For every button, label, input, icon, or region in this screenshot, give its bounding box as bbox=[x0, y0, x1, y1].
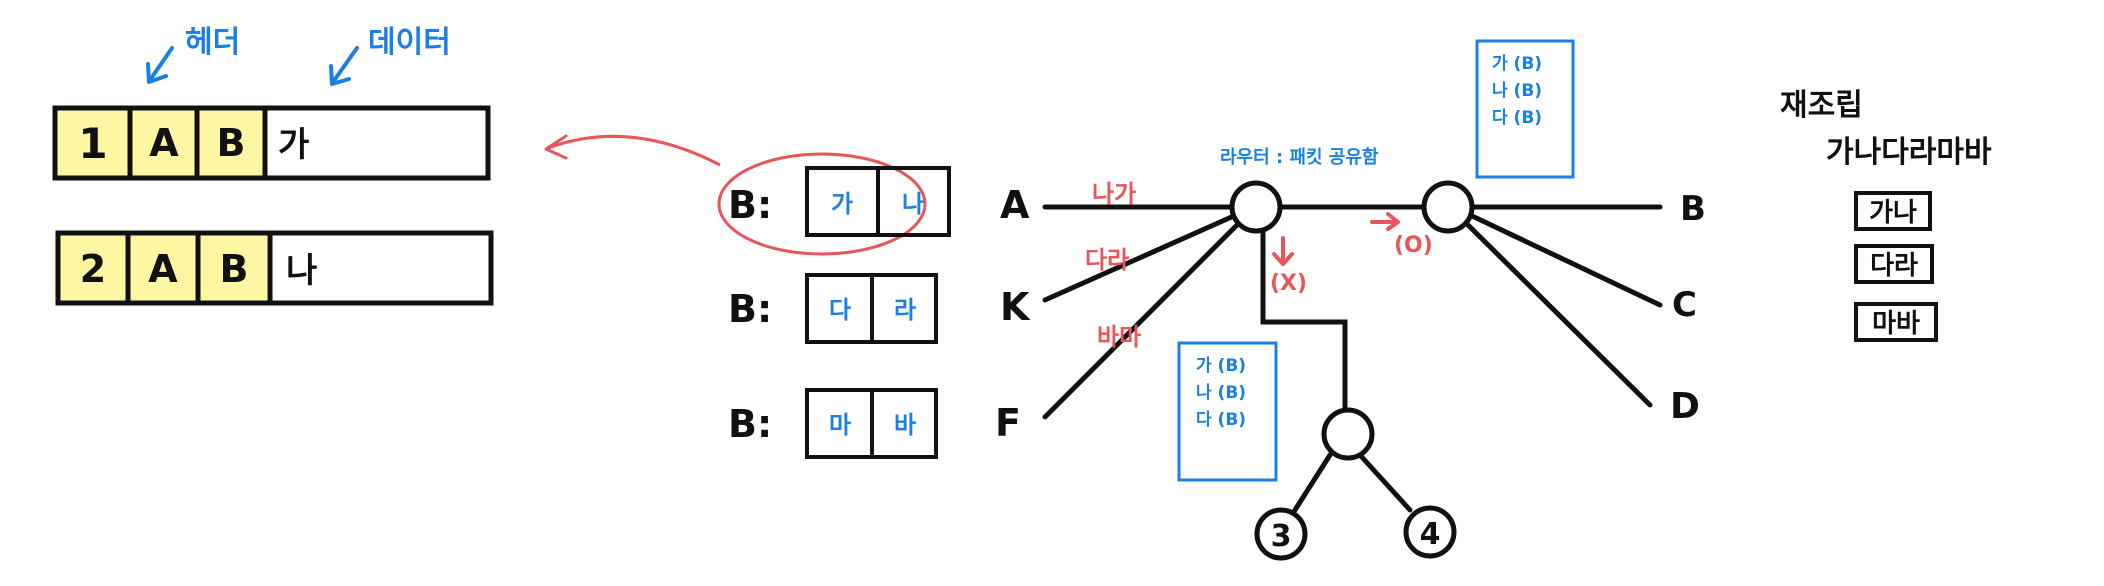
packet-payload: 나 bbox=[286, 251, 317, 291]
header-label: 헤더 bbox=[185, 25, 240, 60]
flow-arrowhead bbox=[544, 134, 568, 160]
packet-payload: 가 bbox=[278, 125, 309, 165]
link-label-a: 나가 bbox=[1092, 180, 1136, 208]
link-subnet-3 bbox=[1292, 452, 1333, 513]
packet-1: 1 A B 가 bbox=[52, 105, 491, 181]
router-main bbox=[1229, 180, 1283, 234]
data-arrowhead bbox=[329, 64, 351, 86]
link-router-subnet bbox=[1260, 227, 1348, 413]
buffer-cell: 라 bbox=[894, 296, 916, 324]
node-b-label: B bbox=[1680, 189, 1706, 229]
allowed-indicator: (O) bbox=[1370, 212, 1433, 258]
packet-number: 2 bbox=[80, 247, 106, 291]
packet-frame bbox=[55, 230, 494, 306]
node-k-label: K bbox=[1000, 285, 1031, 329]
table-frame bbox=[1177, 341, 1278, 482]
table-frame bbox=[1475, 39, 1575, 179]
packet-frame bbox=[52, 105, 491, 181]
link-label-k: 다라 bbox=[1085, 246, 1129, 274]
node-c-label: C bbox=[1672, 285, 1697, 325]
header-highlight bbox=[55, 233, 267, 303]
flow-arrow bbox=[547, 134, 721, 167]
node-d-label: D bbox=[1670, 386, 1700, 427]
node-4-label: 4 bbox=[1420, 517, 1441, 552]
router-subnet bbox=[1321, 407, 1375, 461]
buffer-cell: 마 bbox=[829, 411, 851, 439]
packet-2: 2 A B 나 bbox=[55, 230, 494, 306]
link-k-router bbox=[1042, 212, 1239, 303]
blocked-mark: (X) bbox=[1270, 271, 1307, 296]
buffer-cell: 나 bbox=[902, 190, 924, 218]
table-entry: 다 (B) bbox=[1492, 108, 1542, 128]
reassembly-group: 다라 bbox=[1870, 251, 1918, 281]
packet-destination: B bbox=[220, 247, 249, 291]
table-entry: 가 (B) bbox=[1492, 54, 1542, 74]
routing-table-top: 가 (B) 나 (B) 다 (B) bbox=[1475, 39, 1575, 179]
packet-destination: B bbox=[217, 121, 246, 165]
link-f-router bbox=[1042, 219, 1243, 420]
table-entry: 다 (B) bbox=[1196, 410, 1246, 430]
reassembly-title: 재조립 bbox=[1780, 88, 1863, 123]
packet-source: A bbox=[149, 121, 179, 165]
reassembly-group: 마바 bbox=[1872, 309, 1920, 339]
packet-number: 1 bbox=[78, 119, 107, 168]
allowed-mark: (O) bbox=[1394, 233, 1433, 258]
buffer-2: B: 다 라 bbox=[728, 273, 938, 344]
table-entry: 가 (B) bbox=[1196, 356, 1246, 376]
reassembly-box bbox=[1854, 191, 1932, 231]
header-annotation: 헤더 bbox=[146, 25, 240, 84]
header-arrowhead bbox=[146, 62, 168, 84]
router-secondary bbox=[1421, 180, 1475, 234]
routing-table-bottom: 가 (B) 나 (B) 다 (B) bbox=[1177, 341, 1278, 482]
node-a-label: A bbox=[1000, 183, 1030, 227]
header-arrow bbox=[148, 46, 174, 82]
blocked-indicator: (X) bbox=[1270, 236, 1307, 296]
network-links bbox=[1042, 204, 1663, 513]
reassembly-box bbox=[1854, 244, 1934, 284]
table-entry: 나 (B) bbox=[1196, 383, 1246, 403]
node-4 bbox=[1403, 505, 1457, 559]
reassembly: 재조립 가나다라마바 가나 다라 마바 bbox=[1780, 88, 1992, 342]
data-annotation: 데이터 bbox=[329, 25, 451, 86]
data-arrow bbox=[331, 46, 359, 84]
data-label: 데이터 bbox=[368, 25, 451, 60]
table-entry: 나 (B) bbox=[1492, 81, 1542, 101]
buffer-destination: B: bbox=[728, 402, 772, 446]
node-3 bbox=[1254, 507, 1308, 561]
buffer-cell: 가 bbox=[831, 190, 853, 218]
buffer-destination: B: bbox=[728, 287, 772, 331]
buffer-destination: B: bbox=[728, 183, 772, 227]
link-router-c bbox=[1467, 212, 1663, 308]
header-highlight bbox=[55, 108, 265, 178]
selection-ellipse bbox=[717, 152, 927, 256]
router-label: 라우터 : 패킷 공유함 bbox=[1220, 146, 1379, 168]
buffer-3: B: 마 바 bbox=[728, 388, 938, 459]
link-label-f: 바마 bbox=[1097, 323, 1141, 351]
buffer-cell: 다 bbox=[829, 296, 851, 324]
reassembly-box bbox=[1854, 302, 1938, 342]
packet-source: A bbox=[148, 247, 178, 291]
reassembly-full: 가나다라마바 bbox=[1826, 135, 1992, 170]
node-3-label: 3 bbox=[1271, 519, 1292, 554]
node-f-label: F bbox=[995, 401, 1021, 445]
buffer-1: B: 가 나 bbox=[717, 152, 951, 256]
link-subnet-4 bbox=[1357, 452, 1413, 513]
reassembly-group: 가나 bbox=[1869, 198, 1917, 228]
buffer-cell: 바 bbox=[894, 411, 916, 439]
link-router-d bbox=[1462, 219, 1653, 408]
